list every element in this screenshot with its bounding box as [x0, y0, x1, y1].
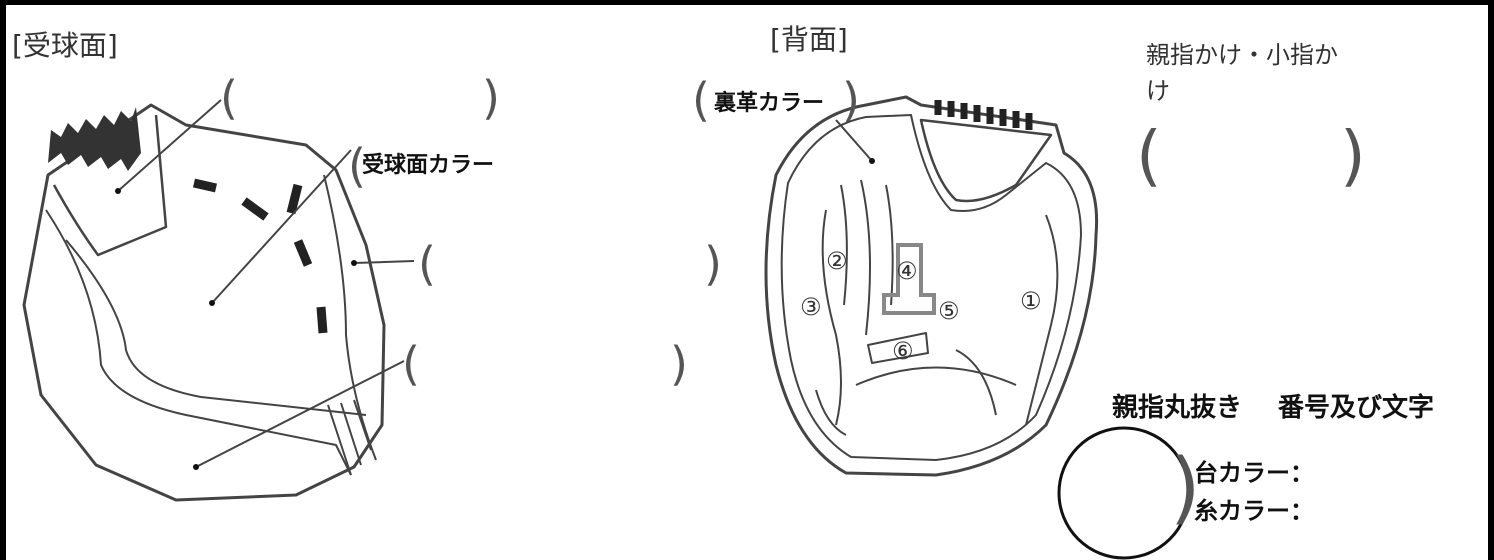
thumb-hook-title: 親指かけ・小指か	[1146, 41, 1338, 69]
emblem-bracket: )	[1170, 443, 1201, 533]
palm-leader-lines	[117, 99, 415, 468]
thumb-hook-paren-open: (	[1136, 117, 1162, 194]
palm-leader-dots	[115, 188, 357, 470]
glove-drawings	[22, 95, 1191, 560]
part-number-5: ⑤	[938, 297, 960, 325]
palm-side-title: [受球面]	[12, 29, 118, 62]
thumb-hook-title-line2: け	[1146, 77, 1170, 105]
back-leader-dot	[869, 158, 875, 164]
lining-paren-close: )	[842, 73, 860, 127]
part-number-6: ⑥	[892, 337, 914, 365]
palm-web-paren-open: (	[220, 71, 238, 125]
thread-color-label: 糸カラー：	[1194, 497, 1314, 525]
back-leader-line	[835, 119, 873, 162]
palm-lacing	[48, 107, 141, 171]
thumb-hook-paren-close: )	[1340, 117, 1366, 194]
palm-web-dashes	[193, 178, 328, 334]
base-color-label: 台カラー：	[1194, 459, 1314, 487]
lining-color-label: 裏革カラー	[714, 91, 825, 116]
palm-heel-paren-close: )	[670, 337, 688, 391]
back-label-box	[882, 243, 936, 315]
part-number-2: ②	[826, 247, 848, 275]
back-side-title: [背面]	[770, 23, 848, 56]
lining-paren-open: (	[692, 73, 710, 127]
palm-color-label: 受球面カラー	[362, 153, 495, 178]
palm-web-paren-close: )	[482, 71, 500, 125]
thumb-cutout-heading: 親指丸抜き	[1112, 393, 1243, 423]
palm-edge-paren-open: (	[418, 237, 436, 291]
palm-color-paren-open: (	[348, 139, 366, 193]
number-text-heading: 番号及び文字	[1278, 393, 1435, 423]
part-number-4: ④	[896, 257, 918, 285]
emblem-circle	[1057, 426, 1191, 560]
back-glove-drawing	[764, 95, 1099, 477]
palm-heel-paren-open: (	[402, 337, 420, 391]
palm-glove-drawing	[22, 103, 386, 502]
part-number-1: ①	[1020, 287, 1042, 315]
palm-edge-paren-close: )	[704, 237, 722, 291]
back-lacing	[934, 100, 1033, 130]
part-number-3: ③	[800, 293, 822, 321]
